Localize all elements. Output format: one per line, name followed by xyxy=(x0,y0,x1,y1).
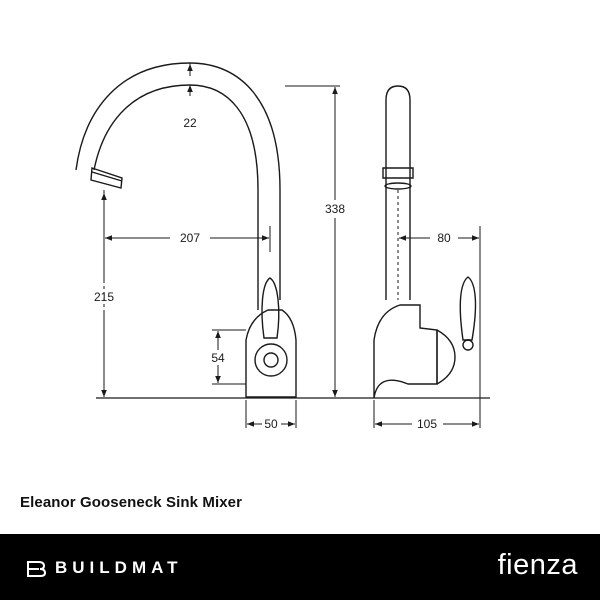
dim-spout-diameter: 22 xyxy=(183,116,197,130)
dimension-lines xyxy=(101,63,481,428)
side-view xyxy=(373,85,477,399)
dim-total-height: 338 xyxy=(325,202,345,216)
dim-depth: 105 xyxy=(417,417,437,431)
product-title: Eleanor Gooseneck Sink Mixer xyxy=(20,494,243,511)
brand-name: BUILDMAT xyxy=(55,558,183,577)
partner-logo: fienza xyxy=(497,549,578,581)
footer-bar: BUILDMAT fienza xyxy=(0,534,600,600)
dim-side-reach: 80 xyxy=(437,231,451,245)
dim-base-width: 50 xyxy=(264,417,278,431)
technical-drawing: 22 338 207 215 54 50 80 105 xyxy=(75,62,490,431)
dim-outlet-height: 215 xyxy=(94,290,114,304)
buildmat-logo-icon xyxy=(27,561,46,577)
dim-body-height: 54 xyxy=(211,351,225,365)
dim-spout-reach: 207 xyxy=(180,231,200,245)
